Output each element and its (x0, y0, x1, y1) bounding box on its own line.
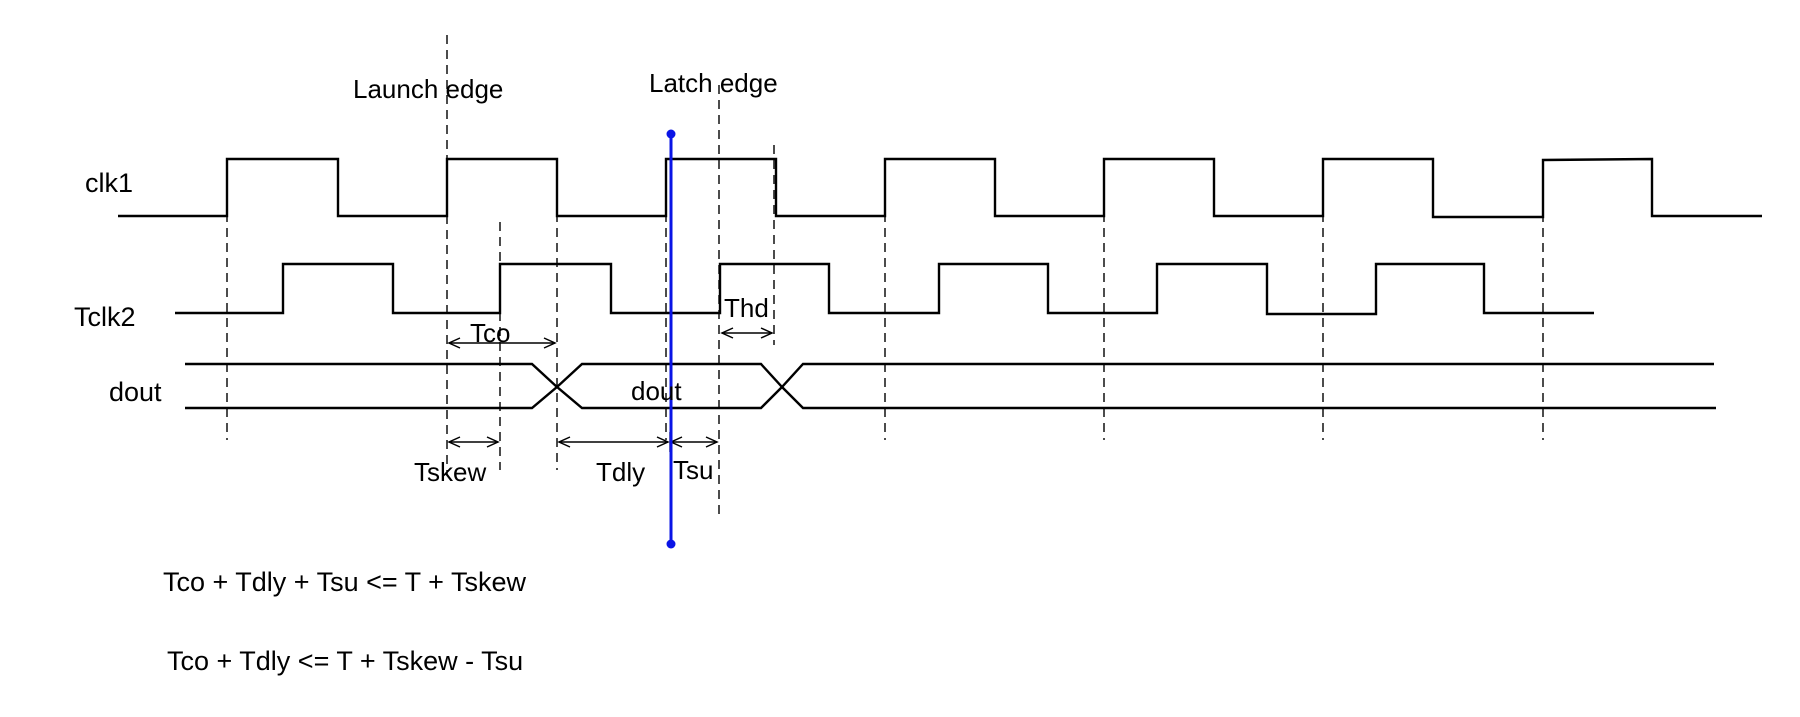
tdly-arrow (557, 436, 670, 448)
tsu-arrow (669, 432, 719, 452)
equation-1: Tco + Tdly + Tsu <= T + Tskew (163, 567, 526, 597)
equation-2: Tco + Tdly <= T + Tskew - Tsu (167, 646, 523, 676)
tclk2-waveform (175, 262, 1594, 316)
tco-arrow (447, 337, 557, 349)
tco-label: Tco (470, 318, 510, 348)
thd-arrow (720, 327, 774, 339)
tdly-label: Tdly (596, 457, 645, 487)
tskew-label: Tskew (414, 457, 486, 487)
guide-lines (226, 35, 1544, 520)
dout-bus (185, 362, 1716, 410)
dout-window-label: dout (631, 376, 682, 406)
clk1-waveform (118, 157, 1762, 219)
launch-edge-label: Launch edge (353, 74, 503, 104)
thd-label: Thd (724, 293, 769, 323)
tskew-arrow (447, 436, 500, 448)
timing-marker (666, 129, 676, 549)
tclk2-label: Tclk2 (74, 302, 136, 332)
dout-label: dout (109, 377, 162, 407)
clk1-label: clk1 (85, 168, 133, 198)
latch-edge-label: Latch edge (649, 68, 778, 98)
tsu-label: Tsu (673, 455, 713, 485)
